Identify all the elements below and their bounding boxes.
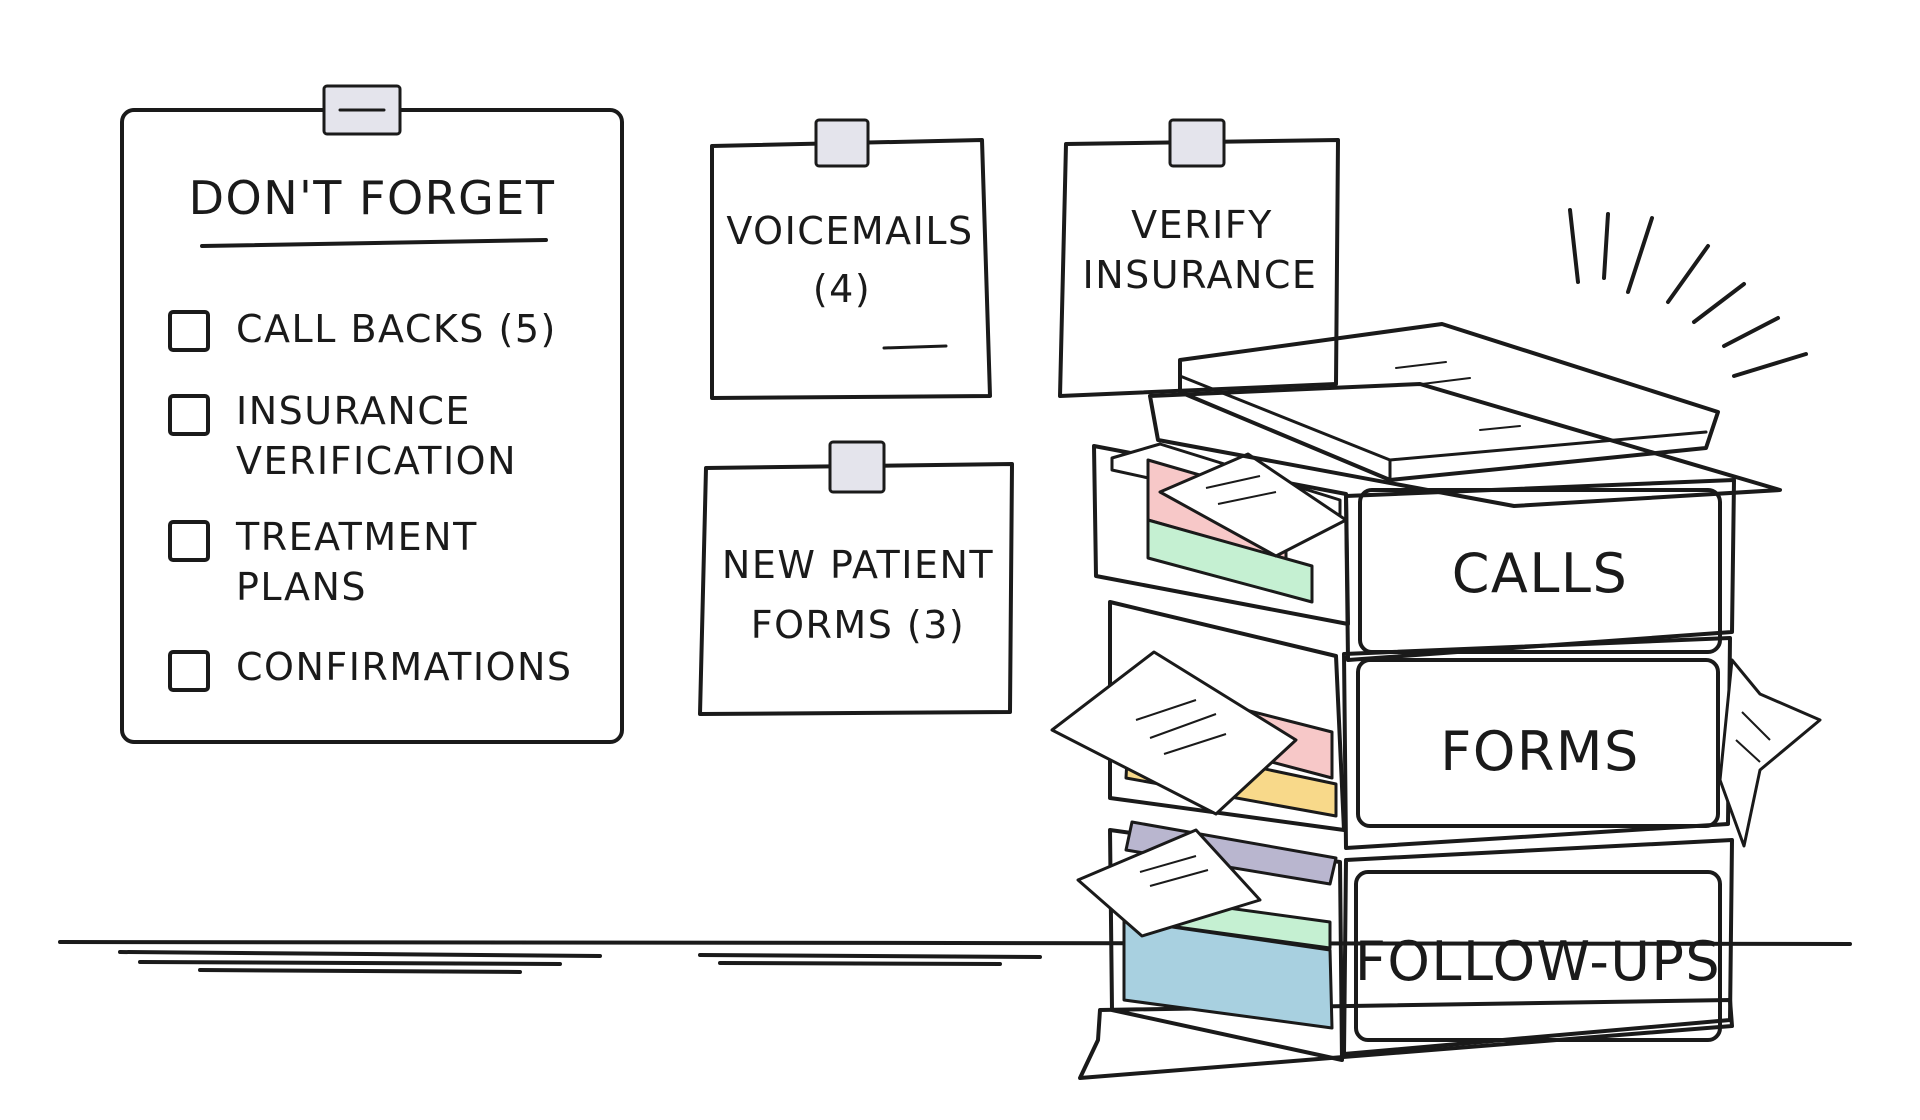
tray-label: FOLLOW-UPS <box>1355 930 1721 993</box>
purple-folder <box>1178 322 1720 482</box>
sticky-note-voicemails: VOICEMAILS (4) <box>710 118 992 400</box>
tray-forms[interactable]: FORMS <box>1050 600 1822 850</box>
checkbox-icon[interactable] <box>168 650 210 692</box>
sticky-note-verify-insurance: VERIFY INSURANCE <box>1058 118 1340 398</box>
note-text: VOICEMAILS <box>726 209 973 253</box>
tray-label-card <box>1356 658 1720 828</box>
checklist-item-label: PLANS <box>236 565 367 609</box>
note-paper <box>698 462 1014 716</box>
yellow-folder <box>1148 382 1782 508</box>
folder-stack <box>1148 322 1782 508</box>
checklist-title: DON'T FORGET <box>189 171 556 225</box>
tray-calls[interactable]: CALLS <box>1092 442 1736 662</box>
checkbox-icon[interactable] <box>168 520 210 562</box>
checklist-item-label: VERIFICATION <box>236 439 517 483</box>
note-text: (4) <box>813 267 871 311</box>
tape-icon <box>1168 118 1226 168</box>
tray-label-card <box>1354 870 1722 1042</box>
checklist-item-label: CONFIRMATIONS <box>236 645 573 689</box>
note-text: FORMS (3) <box>751 603 965 647</box>
checklist-item[interactable]: CALL BACKS (5) <box>168 307 557 352</box>
floor-shadow <box>58 940 1852 974</box>
tray-followups[interactable]: FOLLOW-UPS <box>1076 820 1734 1080</box>
tape-icon <box>814 118 870 168</box>
checklist-item[interactable]: CONFIRMATIONS <box>168 645 573 692</box>
tray-label: FORMS <box>1440 720 1639 783</box>
note-text: NEW PATIENT <box>722 543 994 587</box>
note-text: INSURANCE <box>1083 253 1318 297</box>
stress-lines-icon <box>1568 208 1808 378</box>
checkbox-icon[interactable] <box>168 310 210 352</box>
checklist-item[interactable]: TREATMENT PLANS <box>168 515 478 609</box>
sticky-note-new-patient-forms: NEW PATIENT FORMS (3) <box>698 440 1014 716</box>
checklist-item-label: TREATMENT <box>235 515 478 559</box>
checklist-item[interactable]: INSURANCE VERIFICATION <box>168 389 517 483</box>
checklist-item-label: INSURANCE <box>236 389 471 433</box>
note-text: VERIFY <box>1131 203 1273 247</box>
checklist-item-label: CALL BACKS (5) <box>236 307 557 351</box>
tray-label-card <box>1358 488 1722 654</box>
tray-stack: FOLLOW-UPS FORMS CALLS <box>1050 322 1822 1080</box>
tray-label: CALLS <box>1452 542 1629 605</box>
note-paper <box>710 138 992 400</box>
checklist-board: DON'T FORGET CALL BACKS (5) INSURANCE VE… <box>120 84 624 744</box>
checkbox-icon[interactable] <box>168 394 210 436</box>
tape-icon <box>828 440 886 494</box>
note-paper <box>1058 138 1340 398</box>
